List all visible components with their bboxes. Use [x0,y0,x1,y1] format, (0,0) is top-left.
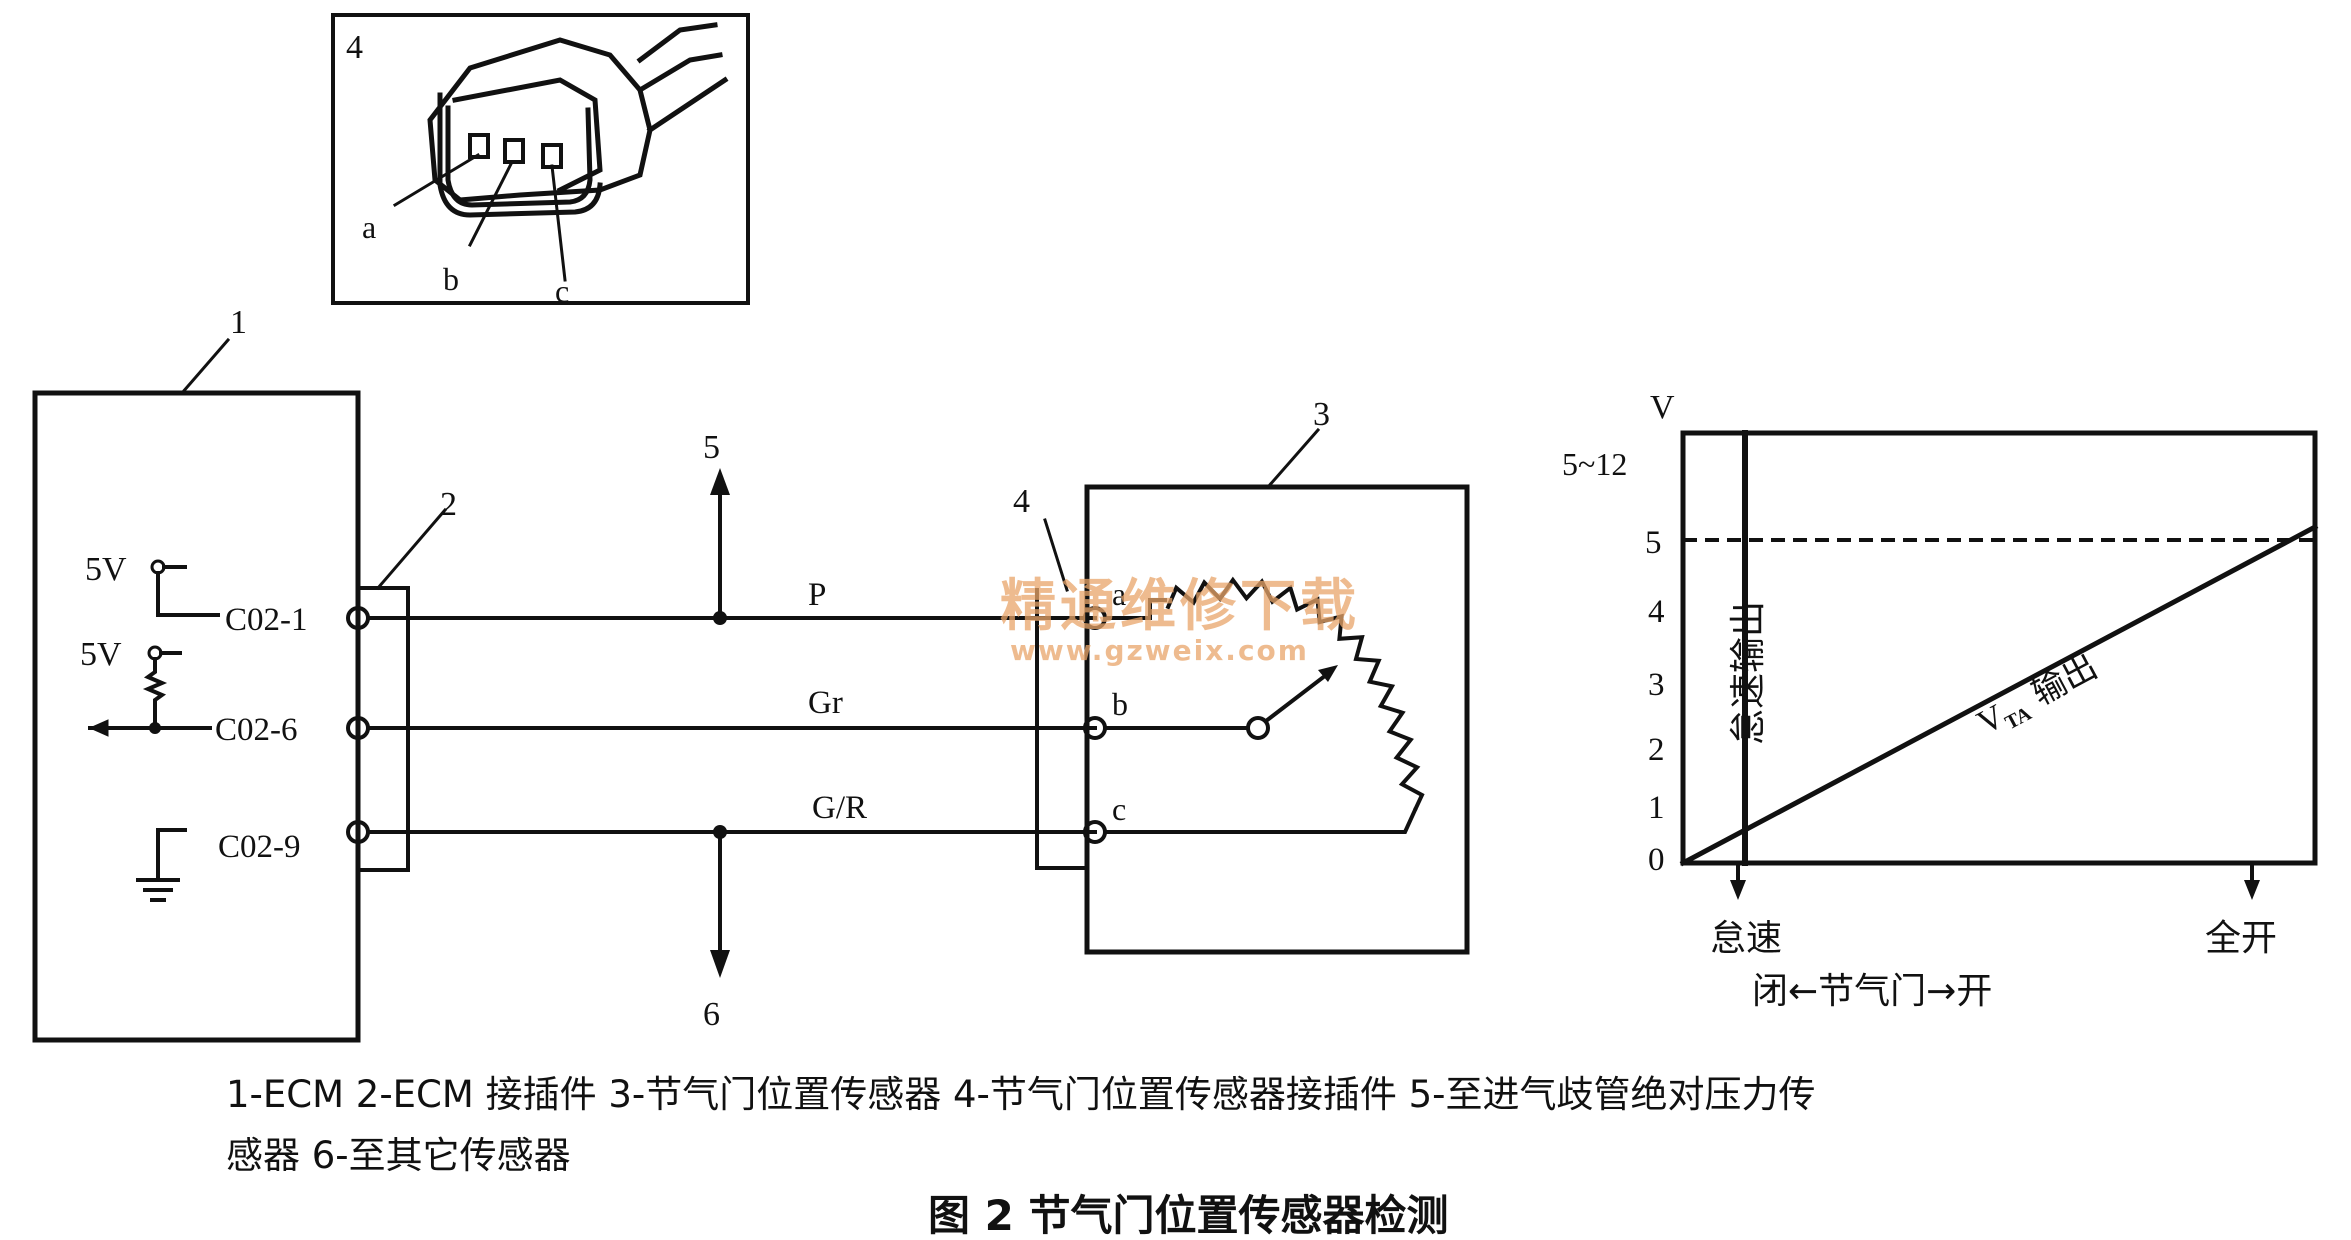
output-graph: V 5~12 5 4 3 2 1 0 怠速输出 V TA 输出 怠速 全开 闭←… [1562,389,2319,1012]
y-tick-2: 2 [1648,732,1665,768]
graph-y-axis-label: V [1650,389,1675,426]
y-tick-3: 3 [1648,667,1665,703]
connector-inset: 4 a b c [331,13,750,309]
ecm-connector: 2 [346,486,457,872]
tps-connector-body [1035,588,1089,870]
tps-pin-c-label: c [1112,791,1126,827]
wire-gr-r-label: G/R [812,790,867,826]
wiper-arrow-icon [1318,665,1338,682]
figure-caption: 图 2 节气门位置传感器检测 [928,1191,1448,1240]
tps-callout: 3 [1313,396,1330,433]
watermark-title: 精通维修下载 [1000,574,1360,639]
y-tick-5: 5 [1645,525,1662,561]
vta-output-label: V TA 输出 [1971,647,2104,742]
idle-output-label: 怠速输出 [1728,601,1769,745]
pot-lead-c [1103,807,1418,834]
branch-callout-5: 5 [703,429,720,466]
ecm-connector-callout: 2 [440,486,457,523]
junction-gr-r [713,825,727,839]
ecm-box [32,390,361,1043]
legend-line-2: 感器 6-至其它传感器 [226,1134,571,1177]
resistor-zigzag-icon [1165,576,1425,811]
inset-frame [331,13,750,305]
vta-suffix: 输出 [2025,647,2104,714]
legend-line-1: 1-ECM 2-ECM 接插件 3-节气门位置传感器 4-节气门位置传感器接插件… [226,1073,1816,1116]
inset-pin-b-label: b [443,261,459,297]
x-tick-full: 全开 [2205,918,2277,959]
wiper-arm [1263,669,1333,724]
wire-gr-label: Gr [808,685,843,721]
tps-block: 3 4 a b c [1013,396,1470,955]
ecm-pin-6-label: C02-6 [215,712,298,748]
connector-illustration [392,22,729,282]
arrow-up-icon [710,468,730,495]
x-tick-idle: 怠速 [1710,918,1782,959]
pot-lead-a [1103,598,1167,620]
supply-2-label: 5V [80,636,122,673]
junction-dot [149,722,161,734]
arrow-left-icon [88,719,109,737]
watermark-url: www.gzweix.com [1010,634,1309,667]
wire-p-label: P [808,577,826,613]
tps-pin-b-label: b [1112,686,1128,722]
arrow-down-icon [710,950,730,978]
idle-tick-arrow-icon [1730,880,1746,900]
inset-pin-c-label: c [555,273,569,309]
y-tick-5-12: 5~12 [1562,446,1627,482]
tps-connector-callout: 4 [1013,483,1030,520]
ecm-pin-1-label: C02-1 [225,602,308,638]
resistor-icon [142,651,182,727]
tps-connector-leader [1043,518,1069,592]
ecm-callout-label: 1 [230,304,247,341]
harness [366,478,1097,962]
inset-pin-a-label: a [362,209,376,245]
x-axis-label: 闭←节气门→开 [1752,971,1992,1012]
full-tick-arrow-icon [2244,880,2260,900]
junction-p [713,611,727,625]
ecm-connector-leader [375,507,448,591]
supply-1-wire [156,565,220,617]
y-tick-4: 4 [1648,594,1665,630]
supply-1-label: 5V [85,551,127,588]
tps-pin-a-label: a [1112,576,1126,612]
graph-frame [1680,430,2318,866]
ecm-block: 1 5V 5V C02-1 C02-6 C02-9 [32,304,361,1043]
ecm-callout-leader [179,337,231,396]
tps-box [1084,484,1470,955]
wiper-pivot [1246,716,1270,740]
y-tick-0: 0 [1648,842,1665,878]
y-tick-1: 1 [1648,790,1665,826]
vta-output-line [1679,523,2319,867]
ecm-pin-9-label: C02-9 [218,829,301,865]
inset-label: 4 [346,29,363,66]
tps-callout-leader [1265,427,1321,490]
ground-icon [136,828,187,902]
branch-callout-6: 6 [703,996,720,1033]
